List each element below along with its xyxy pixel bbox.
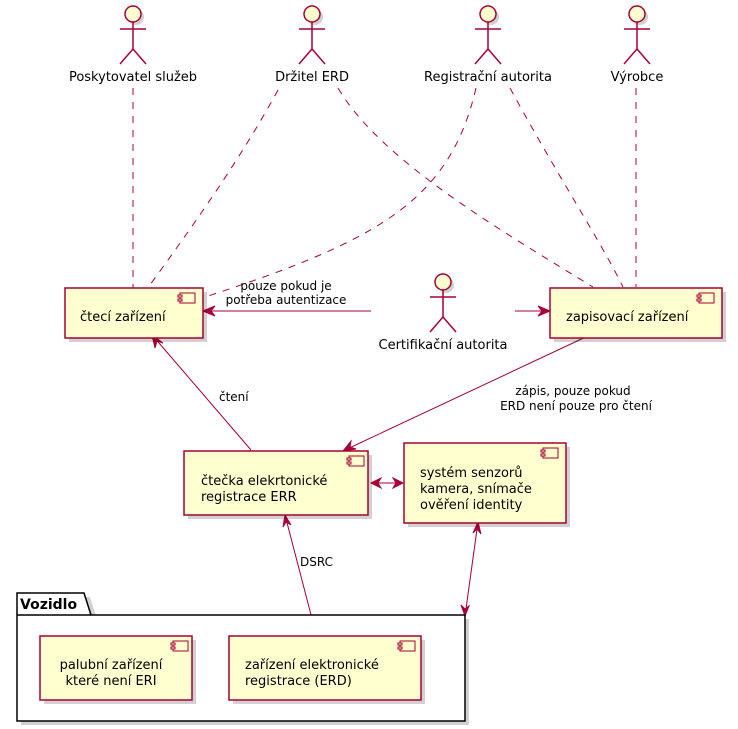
edge-ctecka-cteci	[152, 335, 252, 451]
arrowhead	[537, 305, 552, 317]
actor-head-icon	[303, 5, 321, 23]
edge-label-zapis-line2: ERD není pouze pro čtení	[500, 399, 653, 413]
arrowhead	[201, 305, 216, 317]
component-palubni-zarizeni[interactable]: palubní zařízení které není ERI	[39, 635, 196, 704]
component-label-line1: palubní zařízení	[60, 658, 163, 673]
component-label-line1: systém senzorů	[420, 466, 523, 481]
actor-head-icon	[628, 5, 646, 23]
component-icon	[170, 640, 189, 652]
actor-body-icon	[429, 290, 457, 333]
arrows	[151, 305, 591, 636]
actor-head-icon	[434, 273, 452, 291]
edge-label-zapis-line1: zápis, pouze pokud	[515, 384, 630, 398]
actor-poskytovatel[interactable]: Poskytovatel služeb	[69, 5, 197, 85]
component-label: čtecí zařízení	[80, 310, 166, 325]
actor-body-icon	[623, 22, 651, 65]
actor-head-icon	[124, 5, 142, 23]
component-icon	[540, 447, 559, 459]
component-label-line2: které není ERI	[65, 674, 156, 689]
actor-drzitel[interactable]: Držitel ERD	[275, 5, 349, 85]
package-vozidlo[interactable]: Vozidlo palubní zařízení které není ERI …	[16, 592, 469, 725]
component-label-line1: čtečka elekrtonické	[201, 474, 327, 489]
arrowhead	[282, 513, 292, 528]
component-icon	[177, 292, 196, 304]
arrowhead	[460, 604, 471, 618]
actor-vyrobce[interactable]: Výrobce	[611, 5, 664, 85]
actor-certifikacni[interactable]: Certifikační autorita	[379, 273, 508, 353]
associations	[132, 87, 637, 298]
arrowhead	[341, 439, 357, 452]
edge-label-certifikacni-line2: potřeba autentizace	[226, 293, 347, 307]
component-label-line2: registrace (ERD)	[245, 674, 352, 689]
actor-registracni[interactable]: Registrační autorita	[424, 5, 552, 85]
edge-senzory-package	[464, 521, 479, 617]
edge-zapisovaci-ctecka	[344, 334, 591, 451]
actor-body-icon	[298, 22, 326, 65]
component-ctecka-err[interactable]: čtečka elekrtonické registrace ERR	[183, 450, 372, 519]
component-label-line3: ověření identity	[420, 498, 523, 513]
component-label-line1: zařízení elektronické	[245, 658, 379, 673]
actor-body-icon	[119, 22, 147, 65]
component-label-line2: registrace ERR	[201, 490, 297, 505]
component-zapisovaci-zarizeni[interactable]: zapisovací zařízení	[549, 287, 726, 342]
component-icon	[696, 292, 715, 304]
component-label: zapisovací zařízení	[566, 310, 689, 325]
actor-label: Poskytovatel služeb	[69, 70, 197, 85]
actor-body-icon	[474, 22, 502, 65]
component-cteci-zarizeni[interactable]: čtecí zařízení	[64, 287, 207, 342]
arrowhead	[472, 520, 482, 535]
edge-registracni-cteci	[204, 87, 477, 298]
actor-label: Certifikační autorita	[379, 338, 508, 353]
edge-label-certifikacni-line1: pouze pokud je	[240, 279, 331, 293]
component-icon	[397, 640, 416, 652]
actor-label: Držitel ERD	[275, 70, 349, 85]
component-system-senzoru[interactable]: systém senzorů kamera, snímače ověření i…	[403, 442, 570, 527]
actor-label: Registrační autorita	[424, 70, 552, 85]
edge-label-dsrc: DSRC	[300, 555, 333, 569]
actor-head-icon	[479, 5, 497, 23]
edge-drzitel-cteci	[146, 89, 279, 290]
package-title: Vozidlo	[20, 597, 77, 613]
edge-registracni-zapisovaci	[509, 87, 624, 288]
actor-label: Výrobce	[611, 70, 664, 85]
edge-label-cteni: čtení	[219, 390, 249, 404]
component-zarizeni-erd[interactable]: zařízení elektronické registrace (ERD)	[228, 635, 425, 704]
arrowhead	[391, 476, 405, 490]
arrowhead	[369, 476, 383, 490]
component-icon	[346, 455, 365, 467]
edge-ctecka-erd	[284, 514, 317, 635]
component-label-line2: kamera, snímače	[420, 482, 532, 497]
edge-drzitel-zapisovaci	[337, 87, 594, 288]
